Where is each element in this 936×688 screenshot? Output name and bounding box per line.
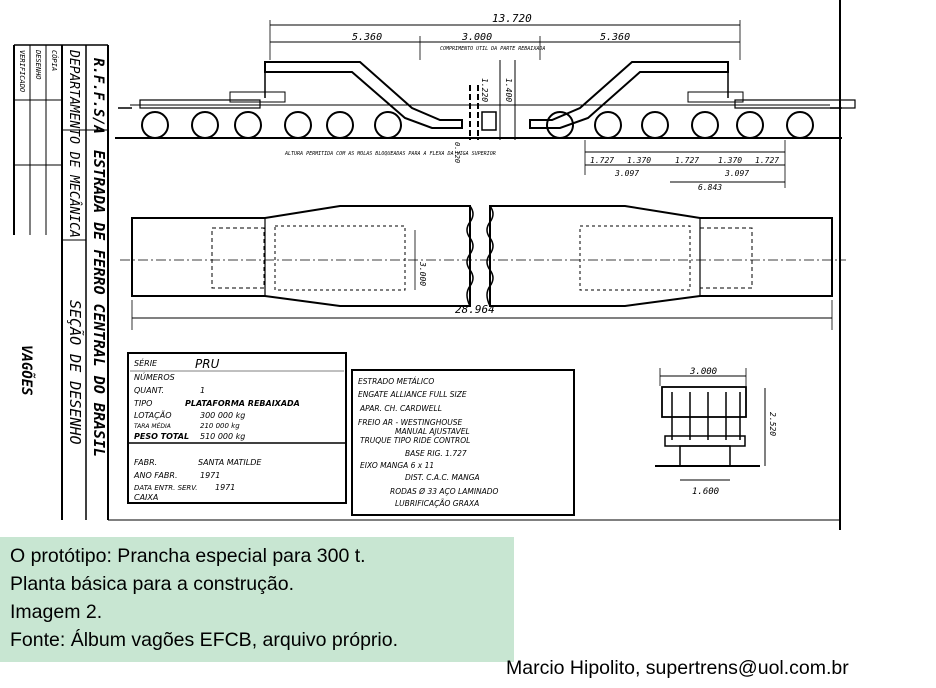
spec-label-numeros: NÚMEROS [134,371,175,382]
spec-label-data-entr: DATA ENTR. SERV. [134,484,198,492]
dim-right-segment: 5.360 [600,32,630,43]
dim-truck-3: 1.727 [675,156,699,165]
dim-section-width: 3.000 [689,367,717,377]
spec-ano-fabr: 1971 [200,471,220,480]
spec-label-serie: SÉRIE [134,357,158,368]
spec-estrado: ESTRADO METÁLICO [358,377,434,386]
spec-label-quant: QUANT. [134,386,164,395]
title-department: DEPARTAMENTO DE MECÂNICA [66,49,82,238]
spec-right-rows: ESTRADO METÁLICO ENGATE ALLIANCE FULL SI… [358,377,499,508]
svg-text:CÓPIA: CÓPIA [50,50,59,71]
dim-center-segment: 3.000 [461,32,492,43]
spec-data-entr: 1971 [215,483,235,492]
dim-overall-length: 13.720 [492,12,532,25]
spec-base-rig: BASE RIG. 1.727 [405,449,467,458]
dim-truck-span-2: 3.097 [724,169,749,178]
svg-text:VERIFICADO: VERIFICADO [18,50,26,92]
spec-table-left [127,352,347,504]
dim-height-note: ALTURA PERMITIDA COM AS MOLAS BLOQUEADAS… [284,151,496,157]
cross-section [655,368,766,481]
svg-text:DESENHO: DESENHO [34,49,42,80]
spec-lubrificacao: LUBRIFICAÇÃO GRAXA [395,499,479,508]
dim-vertical-1: 1.220 [480,78,489,102]
dim-truck-span-1: 3.097 [614,169,639,178]
spec-tara: 210 000 kg [200,422,240,430]
spec-quant: 1 [200,386,205,395]
caption-line-3: Imagem 2. [10,601,103,623]
spec-label-fabr: FABR. [134,458,157,467]
spec-freio-2: MANUAL AJUSTAVEL [395,427,470,436]
title-category: VAGÕES [18,345,36,396]
dim-truck-1: 1.727 [590,156,614,165]
caption-line-1: O protótipo: Prancha especial para 300 t… [10,545,366,567]
spec-fabr: SANTA MATILDE [198,458,262,467]
side-elevation [115,20,856,188]
spec-left-rows: SÉRIE PRU NÚMEROS QUANT. 1 TIPO PLATAFOR… [133,357,300,502]
caption-line-2: Planta básica para a construção. [10,573,295,595]
dim-truck-5: 1.727 [755,156,779,165]
spec-label-lotacao: LOTAÇÃO [134,410,172,420]
dim-truck-2: 1.370 [627,156,651,165]
spec-label-ano-fabr: ANO FABR. [133,471,178,480]
spec-lotacao: 300 000 kg [200,411,245,420]
dim-vertical-2: 1.400 [504,78,513,102]
title-block: R.F.F.S/A DEPARTAMENTO DE MECÂNICA ESTRA… [13,44,109,520]
caption-line-4: Fonte: Álbum vagões EFCB, arquivo própri… [10,629,399,651]
spec-dist: DIST. C.A.C. MANGA [405,473,480,482]
dim-center-note: COMPRIMENTO UTIL DA PARTE REBAIXADA [440,46,545,52]
spec-apar-ch: APAR. CH. CARDWELL [359,404,442,413]
spec-rodas: RODAS Ø 33 AÇO LAMINADO [390,487,499,496]
dim-truck-total: 6.843 [698,183,722,192]
dim-section-height: 2.520 [768,412,777,436]
title-railway: ESTRADA DE FERRO CENTRAL DO BRASIL [90,150,108,457]
dim-left-segment: 5.360 [352,32,382,43]
spec-truque: TRUQUE TIPO RIDE CONTROL [360,436,470,445]
title-company: R.F.F.S/A [90,58,106,134]
spec-freio: FREIO AR - WESTINGHOUSE [358,418,463,427]
title-section: SEÇÃO DE DESENHO [66,300,85,445]
credit-text: Marcio Hipolito, supertrens@uol.com.br [506,657,849,679]
wheels [141,111,814,139]
spec-table-right [351,369,575,516]
caption-box: O protótipo: Prancha especial para 300 t… [0,537,514,662]
spec-engate: ENGATE ALLIANCE FULL SIZE [358,390,467,399]
spec-peso-total: 510 000 kg [200,432,245,441]
spec-label-peso-total: PESO TOTAL [134,432,189,441]
dim-section-base: 1.600 [692,487,719,497]
dim-vertical-3: 0.120 [453,142,461,163]
plan-view [120,205,846,330]
spec-label-caixa: CAIXA [134,493,158,502]
spec-tipo: PLATAFORMA REBAIXADA [185,399,300,408]
spec-label-tara: TARA MÉDIA [134,422,171,430]
technical-drawing: R.F.F.S/A DEPARTAMENTO DE MECÂNICA ESTRA… [13,0,856,530]
spec-eixo: EIXO MANGA 6 x 11 [360,461,434,470]
dim-truck-4: 1.370 [718,156,742,165]
spec-label-tipo: TIPO [134,399,152,408]
spec-serie: PRU [195,357,220,371]
dim-plan-length: 28.964 [455,303,495,316]
dim-plan-width: 3.000 [418,261,427,286]
